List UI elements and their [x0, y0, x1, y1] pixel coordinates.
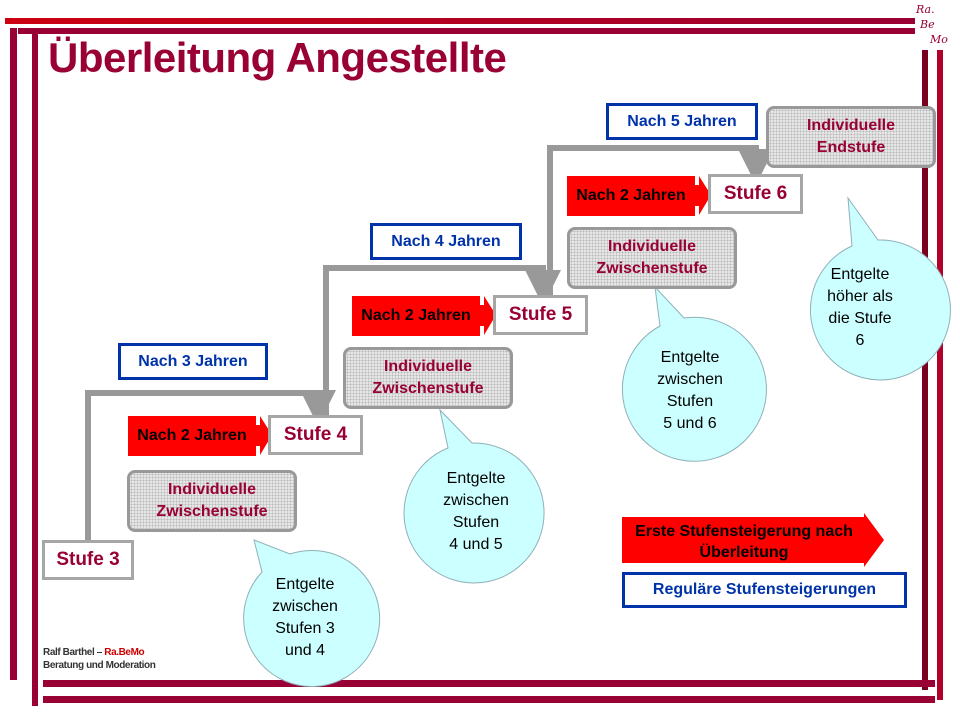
speech-bubble: [621, 285, 767, 462]
page-title: Überleitung Angestellte: [48, 34, 507, 81]
speech-bubble: [809, 196, 951, 381]
box-text: Endstufe: [816, 139, 886, 156]
box-text: Zwischenstufe: [596, 260, 708, 277]
speech-bubble: [243, 539, 381, 687]
frame-line: [32, 28, 38, 706]
stufe-5-box: Stufe 5: [493, 295, 588, 335]
frame-line: [5, 18, 915, 24]
logo-text: Mo: [930, 33, 948, 46]
box-text: Individuelle: [806, 117, 895, 134]
legend-red-label: Erste Stufensteigerung nach Überleitung: [635, 523, 853, 561]
box-text: Individuelle: [167, 481, 256, 498]
nach-4-jahren-label: Nach 4 Jahren: [370, 223, 522, 260]
logo: Ra. Be Mo: [916, 2, 948, 47]
stufe-6-box: Stufe 6: [708, 174, 803, 214]
footer-credit: Ralf Barthel – Ra.BeMo Beratung und Mode…: [43, 647, 156, 671]
box-text: Zwischenstufe: [156, 503, 268, 520]
frame-line: [18, 28, 915, 34]
legend-red-arrow: [622, 513, 884, 567]
red-arrow: [480, 296, 496, 335]
speech-bubble: [403, 408, 545, 584]
nach-2-jahren-label: Nach 2 Jahren: [128, 416, 256, 456]
stufe-3-box: Stufe 3: [42, 540, 134, 580]
frame-line: [43, 696, 935, 703]
logo-text: Be: [920, 18, 935, 31]
step-connector: [547, 145, 774, 295]
step-connector: [85, 390, 336, 540]
box-text: Individuelle: [607, 238, 696, 255]
frame-line: [43, 680, 935, 687]
frame-line: [937, 50, 943, 700]
box-text: Individuelle: [383, 358, 472, 375]
frame-line: [10, 28, 17, 680]
nach-2-jahren-label: Nach 2 Jahren: [352, 296, 480, 336]
nach-2-jahren-label: Nach 2 Jahren: [567, 176, 695, 216]
frame-line: [922, 50, 928, 690]
stufe-4-box: Stufe 4: [268, 415, 363, 455]
logo-text: Ra.: [916, 3, 935, 16]
step-connector: [323, 265, 561, 415]
legend-blue-label: Reguläre Stufensteigerungen: [622, 572, 907, 608]
box-text: Zwischenstufe: [372, 380, 484, 397]
red-arrow: [255, 416, 272, 455]
red-arrow: [695, 176, 711, 215]
nach-3-jahren-label: Nach 3 Jahren: [118, 343, 268, 380]
nach-5-jahren-label: Nach 5 Jahren: [606, 103, 758, 140]
